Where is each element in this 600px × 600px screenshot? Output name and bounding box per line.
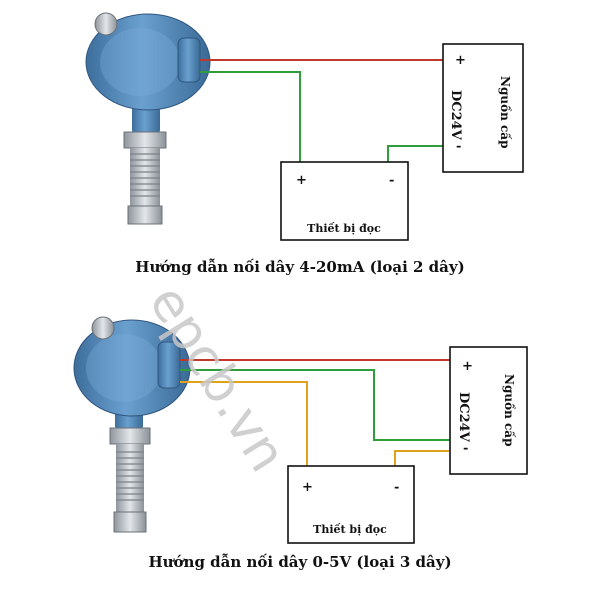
reader-plus-sign: + xyxy=(296,173,307,188)
wire-signal-return-yellow xyxy=(394,450,450,466)
supply-plus-sign: + xyxy=(462,359,473,374)
power-supply-box: + - DC24V Nguồn cấp xyxy=(442,43,524,173)
reader-plus-sign: + xyxy=(302,480,313,495)
pressure-transmitter-icon xyxy=(73,316,191,533)
supply-plus-sign: + xyxy=(455,53,466,68)
power-supply-box: + - DC24V Nguồn cấp xyxy=(449,346,528,475)
wire-signal-yellow xyxy=(180,381,308,466)
caption-0-5v: Hướng dẫn nối dây 0-5V (loại 3 dây) xyxy=(148,553,451,571)
reader-device-box: + - Thiết bị đọc xyxy=(287,465,415,544)
wire-ground-green xyxy=(180,369,450,441)
supply-label: Nguồn cấp xyxy=(498,76,513,148)
caption-4-20ma: Hướng dẫn nối dây 4-20mA (loại 2 dây) xyxy=(135,258,464,276)
supply-minus-sign: - xyxy=(463,441,468,456)
supply-label: Nguồn cấp xyxy=(502,374,517,446)
reader-label: Thiết bị đọc xyxy=(313,523,387,536)
reader-label: Thiết bị đọc xyxy=(307,222,381,235)
supply-minus-sign: - xyxy=(456,139,461,154)
supply-voltage-label: DC24V xyxy=(448,90,463,141)
wire-return-green xyxy=(387,145,443,162)
diagram-0-5v: + - DC24V Nguồn cấp + - Thiết bị đọc Hướ… xyxy=(73,316,528,571)
supply-voltage-label: DC24V xyxy=(456,392,471,443)
reader-minus-sign: - xyxy=(389,173,394,188)
reader-minus-sign: - xyxy=(394,480,399,495)
wire-signal-green xyxy=(200,71,301,162)
diagram-4-20ma: + - DC24V Nguồn cấp + - Thiết bị đọc Hướ… xyxy=(85,12,524,276)
pressure-transmitter-icon xyxy=(85,12,211,225)
reader-device-box: + - Thiết bị đọc xyxy=(280,161,409,241)
